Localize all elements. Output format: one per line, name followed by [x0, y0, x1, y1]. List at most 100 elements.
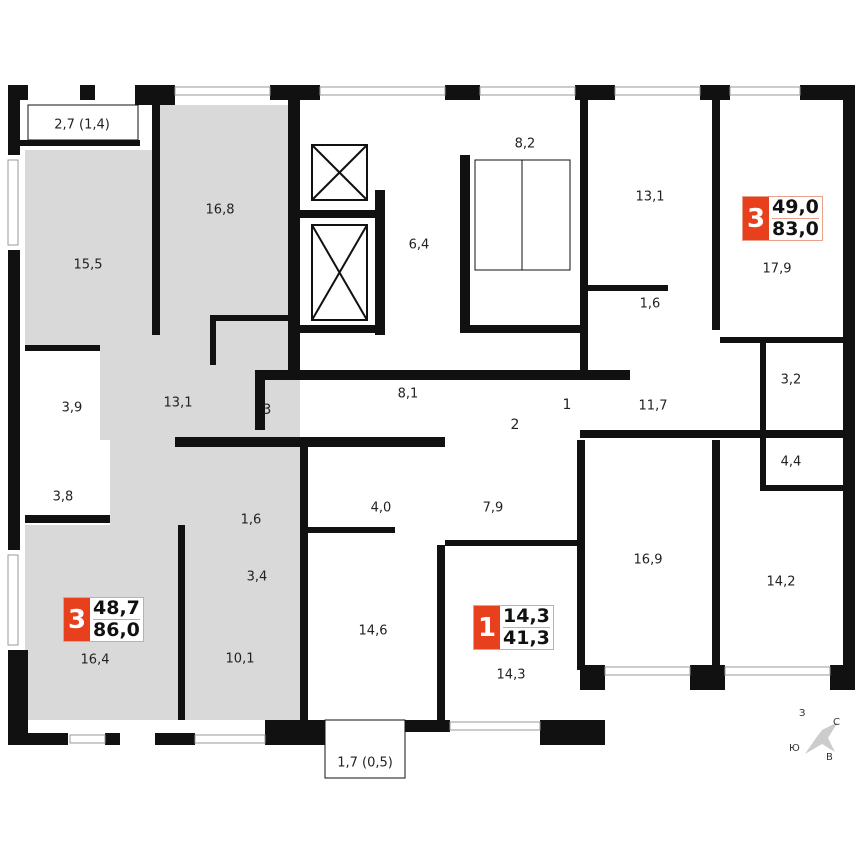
selected-apartment-area	[25, 105, 305, 720]
wall	[760, 337, 766, 487]
room-label: 14,3	[496, 667, 526, 683]
wall	[210, 315, 290, 321]
wall	[800, 85, 855, 100]
wall	[270, 85, 320, 100]
entrance-number: 1	[562, 397, 572, 413]
wall	[590, 370, 630, 380]
apartment-fill	[110, 440, 305, 530]
room-label: 8,1	[397, 386, 419, 402]
wall	[300, 440, 308, 720]
wall	[540, 720, 605, 745]
wall	[843, 85, 855, 685]
walls	[8, 85, 855, 745]
room-label: 8,2	[514, 136, 536, 152]
wall	[255, 370, 600, 380]
window	[174, 86, 271, 96]
total-area: 83,0	[772, 218, 819, 240]
entrance-number: 3	[262, 402, 272, 418]
wall	[712, 440, 720, 665]
elevator-shafts	[311, 144, 368, 321]
wall	[265, 720, 330, 745]
window	[449, 721, 541, 731]
room-label: 3,8	[52, 489, 74, 505]
room-count: 1	[474, 606, 500, 649]
wall	[300, 325, 385, 333]
room-label: 3,2	[780, 372, 802, 388]
room-label: 15,5	[73, 257, 103, 273]
room-label: 1,6	[240, 512, 262, 528]
room-count: 3	[64, 598, 90, 641]
balcony-left-outline	[27, 104, 139, 141]
room-label: 14,2	[766, 574, 796, 590]
wall	[575, 85, 615, 100]
wall	[588, 285, 668, 291]
apartment-fill	[160, 105, 288, 315]
window	[614, 86, 701, 96]
living-area: 14,3	[503, 605, 550, 628]
window	[729, 86, 801, 96]
room-label: 3,4	[246, 569, 268, 585]
apartment-fill	[25, 150, 160, 345]
room-label: 1,7 (0,5)	[337, 755, 393, 771]
wall	[25, 345, 100, 351]
room-label: 11,7	[638, 398, 668, 414]
wall	[20, 140, 140, 146]
balcony-bottom-outline	[324, 719, 406, 779]
apartment-fill	[185, 525, 300, 720]
window	[7, 159, 19, 246]
staircase	[474, 159, 571, 271]
compass-south: Ю	[789, 743, 800, 754]
wall	[437, 545, 445, 720]
wall	[175, 437, 445, 447]
room-label: 16,4	[80, 652, 110, 668]
wall	[155, 733, 195, 745]
wall	[8, 250, 20, 550]
total-area: 86,0	[93, 619, 140, 641]
wall	[288, 100, 300, 370]
wall	[255, 370, 265, 430]
window	[604, 666, 691, 676]
window	[7, 554, 19, 646]
wall	[700, 85, 730, 100]
room-label: 1,6	[639, 296, 661, 312]
wall	[305, 527, 395, 533]
entrance-number: 2	[510, 417, 520, 433]
wall	[25, 515, 110, 523]
living-area: 49,0	[772, 196, 819, 219]
wall	[210, 315, 216, 365]
room-label: 4,4	[780, 454, 802, 470]
wall	[178, 525, 185, 720]
room-label: 14,6	[358, 623, 388, 639]
room-label: 17,9	[762, 261, 792, 277]
wall	[152, 105, 160, 335]
total-area: 41,3	[503, 627, 550, 649]
wall	[8, 733, 68, 745]
room-label: 13,1	[635, 189, 665, 205]
wall	[760, 485, 845, 491]
wall	[375, 190, 385, 335]
room-label: 16,8	[205, 202, 235, 218]
room-label: 2,7 (1,4)	[54, 117, 110, 133]
wall	[135, 85, 175, 105]
living-area: 48,7	[93, 597, 140, 620]
wall	[445, 540, 580, 546]
wall	[445, 85, 480, 100]
wall	[8, 85, 20, 155]
room-label: 16,9	[633, 552, 663, 568]
room-label: 3,9	[61, 400, 83, 416]
window	[724, 666, 831, 676]
compass-north: С	[833, 717, 840, 728]
compass-west: З	[799, 708, 806, 719]
wall	[720, 337, 845, 343]
room-label: 7,9	[482, 500, 504, 516]
wall	[712, 100, 720, 330]
wall	[460, 155, 470, 325]
room-label: 6,4	[408, 237, 430, 253]
compass-east: В	[826, 752, 833, 763]
room-label: 4,0	[370, 500, 392, 516]
